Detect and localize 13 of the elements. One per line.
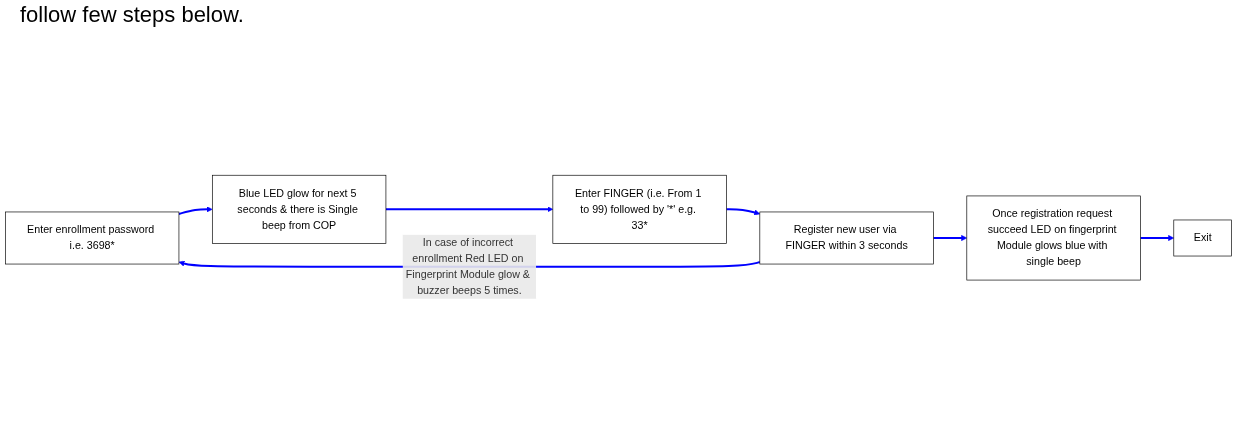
- arrow: [177, 206, 213, 215]
- node-box: Exit: [1173, 219, 1232, 257]
- node-box: Blue LED glow for next 5 seconds & there is Single beep from COP: [212, 174, 387, 244]
- node-box: Register new user via FINGER within 3 seconds: [759, 211, 934, 265]
- node-box: Enter FINGER (i.e. From 1 to 99) followed by '*' e.g. 33*: [552, 174, 727, 244]
- node-box: Once registration request succeed LED on fingerprint Module glows blue with single beep: [966, 195, 1141, 281]
- node-box: Enter enrollment password i.e. 3698*: [5, 211, 180, 265]
- arrow: [1139, 235, 1175, 241]
- arrow: [932, 235, 968, 241]
- arrow: [725, 208, 761, 216]
- heading-text: follow few steps below.: [20, 2, 244, 27]
- edge-label: In case of incorrect enrollment Red LED on Fingerprint Module glow & buzzer beeps 5 times.: [405, 236, 530, 297]
- arrow: [384, 206, 554, 213]
